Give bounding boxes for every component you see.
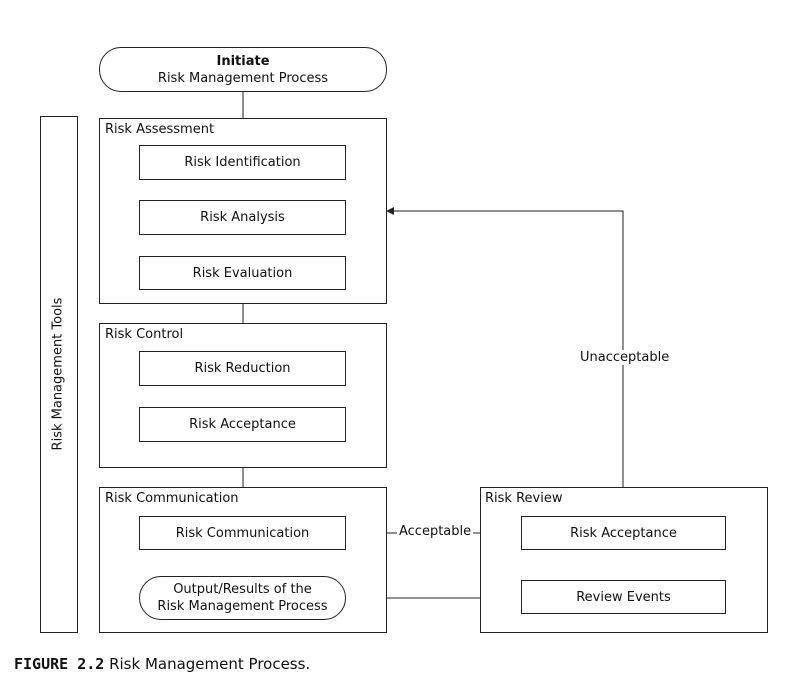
step-risk-reduction: Risk Reduction bbox=[139, 351, 346, 386]
initiate-subtitle: Risk Management Process bbox=[157, 70, 329, 86]
step-risk-analysis: Risk Analysis bbox=[139, 200, 346, 235]
figure-caption: FIGURE 2.2 Risk Management Process. bbox=[14, 655, 310, 673]
edge-label-acceptable: Acceptable bbox=[397, 524, 474, 539]
figure-number: FIGURE 2.2 bbox=[14, 655, 105, 673]
edge-label-unacceptable: Unacceptable bbox=[578, 350, 672, 365]
step-risk-acceptance: Risk Acceptance bbox=[139, 407, 346, 442]
risk-management-tools-label: Risk Management Tools bbox=[50, 297, 66, 451]
step-review-risk-acceptance: Risk Acceptance bbox=[521, 516, 726, 550]
step-review-events: Review Events bbox=[521, 580, 726, 614]
step-risk-evaluation: Risk Evaluation bbox=[139, 256, 346, 290]
initiate-node: Initiate Risk Management Process bbox=[99, 47, 387, 92]
arrow-unacceptable bbox=[386, 207, 624, 516]
group-risk-assessment-title: Risk Assessment bbox=[105, 122, 215, 138]
group-risk-review-title: Risk Review bbox=[485, 491, 563, 507]
figure-caption-text: Risk Management Process. bbox=[109, 655, 311, 673]
output-line-2: Risk Management Process bbox=[157, 599, 328, 614]
initiate-title: Initiate bbox=[216, 53, 270, 69]
step-risk-identification: Risk Identification bbox=[139, 145, 346, 180]
group-risk-communication-title: Risk Communication bbox=[105, 491, 239, 507]
risk-management-tools-box bbox=[40, 116, 78, 633]
group-risk-control-title: Risk Control bbox=[105, 327, 184, 343]
output-results-node: Output/Results of the Risk Management Pr… bbox=[139, 576, 346, 620]
group-risk-control bbox=[99, 323, 387, 468]
output-line-1: Output/Results of the bbox=[173, 582, 312, 597]
step-risk-communication: Risk Communication bbox=[139, 516, 346, 550]
